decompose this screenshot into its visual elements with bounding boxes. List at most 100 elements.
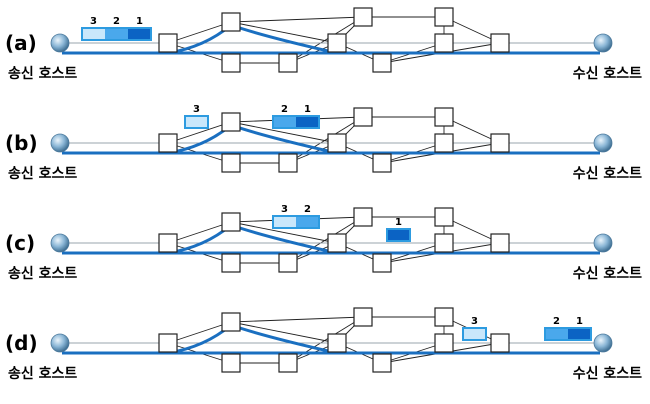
router-node xyxy=(221,353,241,373)
packet-3 xyxy=(185,116,208,128)
receiver-host-label: 수신 호스트 xyxy=(573,166,642,182)
router-node xyxy=(372,153,392,173)
sender-host-icon xyxy=(50,233,70,253)
sender-host-label: 송신 호스트 xyxy=(8,66,77,82)
receiver-host-icon xyxy=(593,333,613,353)
router-node xyxy=(353,307,373,327)
packet-number: 2 xyxy=(281,104,288,115)
packet-number: 3 xyxy=(193,104,200,115)
packet-frame xyxy=(81,27,152,41)
router-node xyxy=(278,353,298,373)
router-node xyxy=(434,233,454,253)
router-node xyxy=(221,153,241,173)
panel-label: (d) xyxy=(5,331,38,355)
packet-number: 1 xyxy=(576,316,583,327)
packet-3 xyxy=(82,28,105,40)
router-node xyxy=(353,207,373,227)
packet-frame xyxy=(272,115,320,129)
network-link xyxy=(167,321,232,344)
sender-host-label: 송신 호스트 xyxy=(8,366,77,382)
router-node xyxy=(158,33,178,53)
sender-host-label: 송신 호스트 xyxy=(8,166,77,182)
route-path xyxy=(230,123,600,155)
network-link xyxy=(167,21,232,44)
router-node xyxy=(221,212,241,232)
router-node xyxy=(434,307,454,327)
route-path xyxy=(230,223,600,255)
sender-host-icon xyxy=(50,33,70,53)
packet-2 xyxy=(105,28,128,40)
router-node xyxy=(278,153,298,173)
route-path xyxy=(62,123,232,155)
packet-number: 3 xyxy=(90,16,97,27)
router-node xyxy=(490,33,510,53)
network-link xyxy=(167,221,232,244)
router-node xyxy=(490,133,510,153)
router-node xyxy=(327,233,347,253)
network-link xyxy=(287,116,364,164)
packet-frame xyxy=(272,215,320,229)
network-link xyxy=(230,16,364,23)
sender-host-icon xyxy=(50,133,70,153)
packet-3 xyxy=(273,216,296,228)
packet-1 xyxy=(128,28,151,40)
router-node xyxy=(327,333,347,353)
router-node xyxy=(221,12,241,32)
network-link xyxy=(230,321,338,344)
packet-2 xyxy=(545,328,568,340)
router-node xyxy=(353,7,373,27)
receiver-host-label: 수신 호스트 xyxy=(573,366,642,382)
router-node xyxy=(434,107,454,127)
router-node xyxy=(372,253,392,273)
router-node xyxy=(490,333,510,353)
packet-number: 1 xyxy=(304,104,311,115)
network-link xyxy=(230,316,364,323)
packet-group: 3 xyxy=(184,104,209,129)
network-link xyxy=(287,16,364,64)
network-link xyxy=(287,216,364,264)
packet-1 xyxy=(296,116,319,128)
panel-label: (b) xyxy=(5,131,38,155)
router-node xyxy=(221,253,241,273)
packet-frame xyxy=(462,327,487,341)
packet-2 xyxy=(296,216,319,228)
router-node xyxy=(327,33,347,53)
router-node xyxy=(158,133,178,153)
router-node xyxy=(221,112,241,132)
router-node xyxy=(353,107,373,127)
sender-host-label: 송신 호스트 xyxy=(8,266,77,282)
router-node xyxy=(434,207,454,227)
packet-group: 3 xyxy=(462,316,487,341)
panel-label: (a) xyxy=(5,31,37,55)
packet-3 xyxy=(463,328,486,340)
router-node xyxy=(372,353,392,373)
router-node xyxy=(490,233,510,253)
network-link xyxy=(230,21,338,44)
router-node xyxy=(158,233,178,253)
router-node xyxy=(434,133,454,153)
receiver-host-label: 수신 호스트 xyxy=(573,66,642,82)
router-node xyxy=(221,53,241,73)
router-node xyxy=(158,333,178,353)
router-node xyxy=(434,7,454,27)
router-node xyxy=(278,253,298,273)
packet-1 xyxy=(568,328,591,340)
network-link xyxy=(287,316,364,364)
packet-1 xyxy=(387,229,410,241)
router-node xyxy=(434,33,454,53)
sender-host-icon xyxy=(50,333,70,353)
packet-frame xyxy=(386,228,411,242)
receiver-host-icon xyxy=(593,233,613,253)
router-node xyxy=(372,53,392,73)
receiver-host-icon xyxy=(593,133,613,153)
